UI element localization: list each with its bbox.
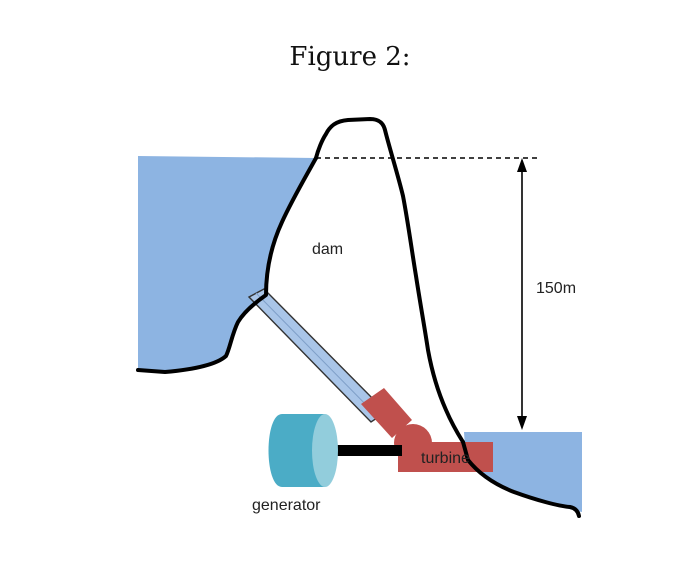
dam-label: dam bbox=[312, 241, 343, 258]
upper-ground-outline bbox=[136, 156, 318, 374]
upper-reservoir-water bbox=[138, 156, 316, 372]
generator bbox=[268, 414, 338, 487]
generator-label: generator bbox=[252, 497, 321, 514]
dam-outline bbox=[314, 117, 465, 444]
figure-caption: Figure 2: bbox=[289, 42, 411, 72]
turbine-label: turbine bbox=[421, 450, 470, 467]
lower-reservoir-water bbox=[464, 432, 582, 512]
generator-shaft bbox=[326, 445, 402, 456]
lower-ground-outline bbox=[461, 440, 581, 518]
turbine bbox=[361, 388, 493, 472]
height-dimension-arrow bbox=[517, 158, 527, 430]
height-label: 150m bbox=[536, 280, 576, 297]
